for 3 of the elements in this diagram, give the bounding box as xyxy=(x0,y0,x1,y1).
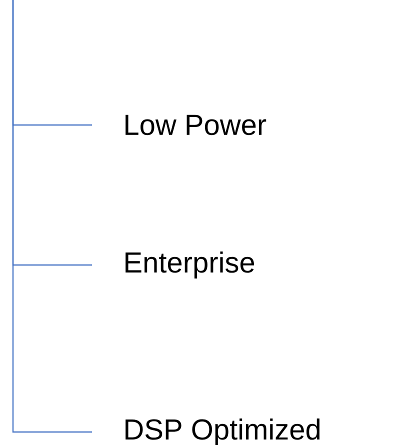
branch-label: Enterprise xyxy=(126,251,254,279)
tree-connector xyxy=(12,0,92,433)
branch-label: Low Power xyxy=(126,114,266,136)
